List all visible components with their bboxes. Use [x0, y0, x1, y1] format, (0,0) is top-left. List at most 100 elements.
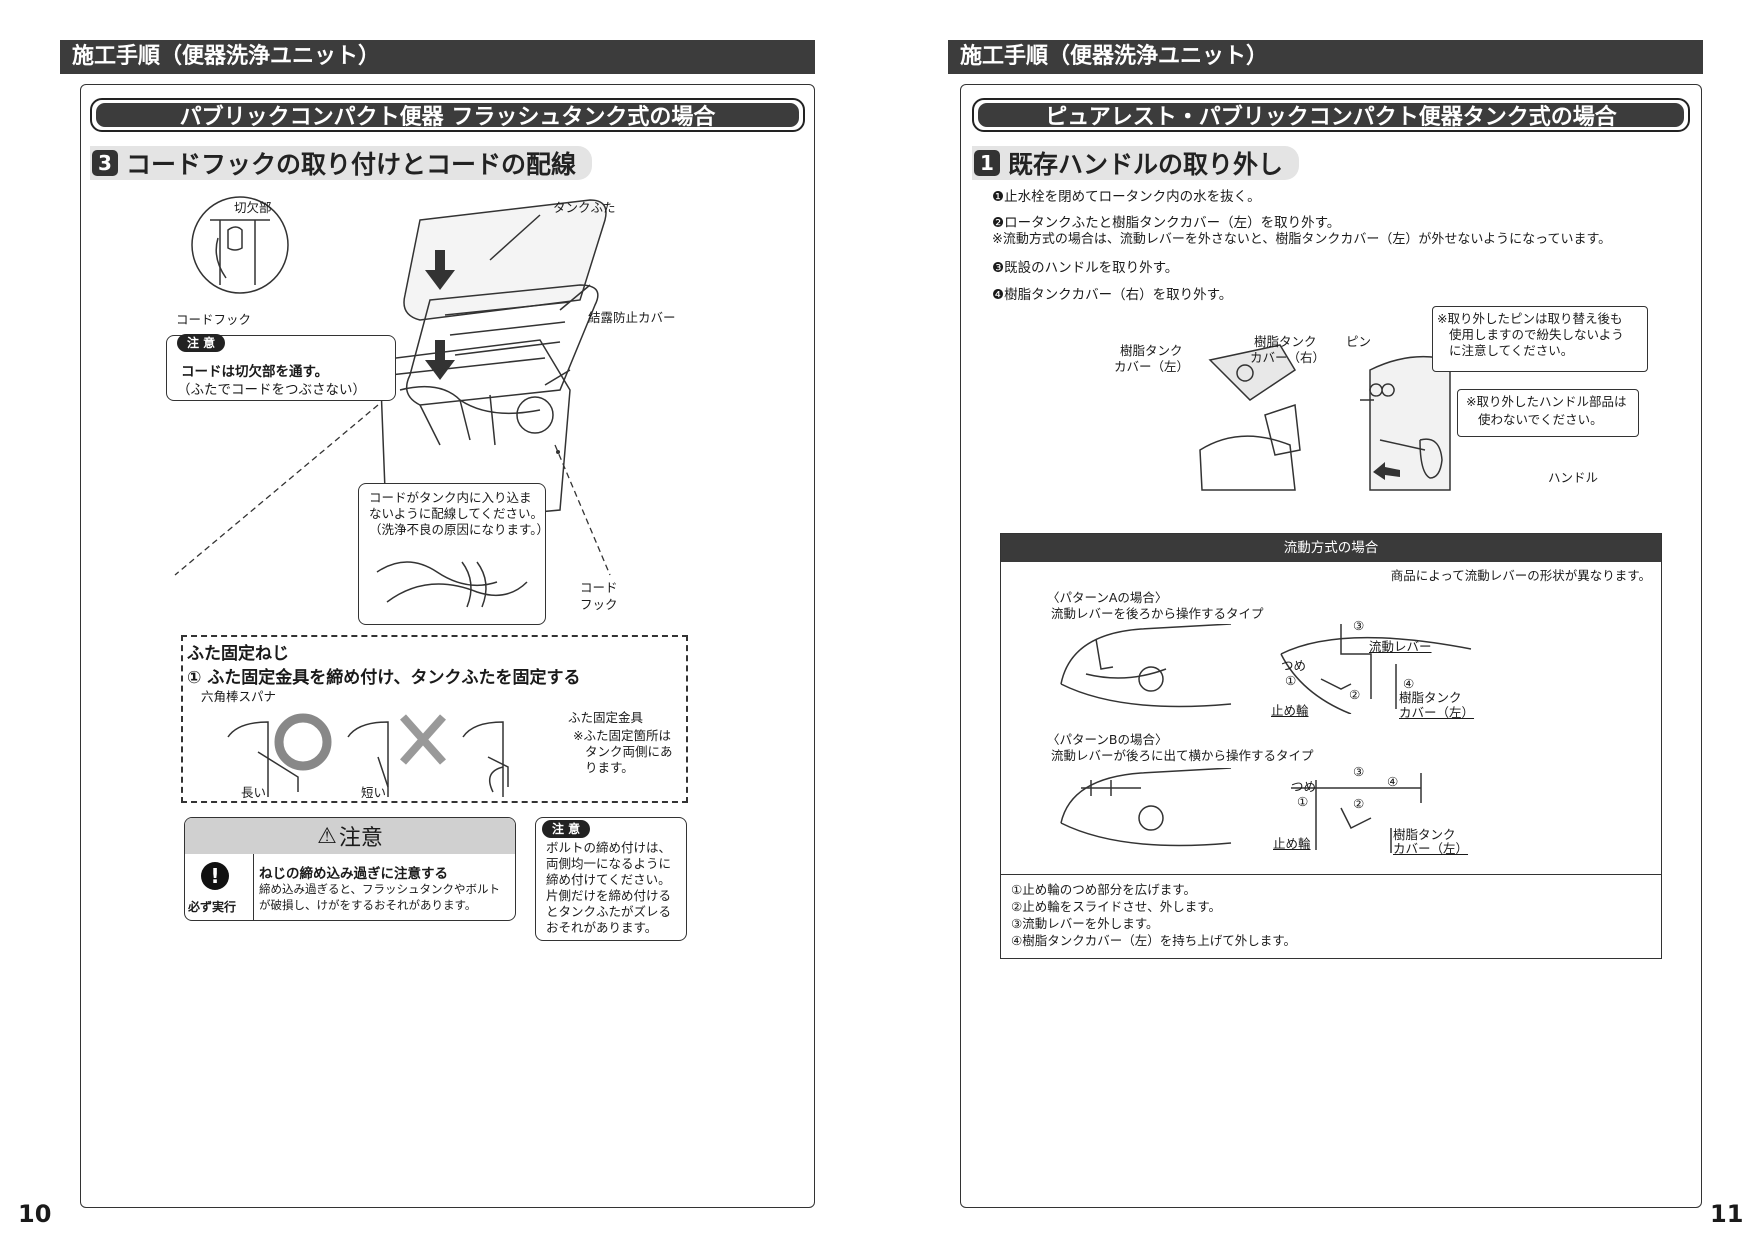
flow-step-4: ④樹脂タンクカバー（左）を持ち上げて外します。 — [1011, 933, 1296, 948]
left-page-frame — [80, 84, 815, 1208]
label-tank-lid: タンクふた — [553, 200, 616, 215]
handle-removal-illustration — [1199, 344, 1451, 491]
fixture-note-1: ※ふた固定箇所は — [573, 728, 671, 743]
caution-tag: 注 意 — [177, 334, 226, 352]
caution2-line4: 片側だけを締め付ける — [546, 888, 672, 903]
label-lid-fixture: ふた固定金具 — [568, 710, 644, 725]
step-number-right: 1 — [974, 150, 1000, 176]
caution2-line2: 両側均一になるように — [546, 856, 672, 871]
right-banner-title: ピュアレスト・パブリックコンパクト便器タンク式の場合 — [978, 103, 1684, 130]
left-section-banner: パブリックコンパクト便器 フラッシュタンク式の場合 — [90, 98, 805, 132]
label-cord-hook-2a: コード — [580, 580, 618, 595]
fixture-note-3: ります。 — [585, 760, 634, 775]
label-cover-b-1: 樹脂タンク — [1393, 827, 1456, 842]
label-cord-hook: コードフック — [176, 312, 252, 327]
step-number: 3 — [92, 150, 118, 176]
procedure-step-1: ❶止水栓を閉めてロータンク内の水を抜く。 — [992, 189, 1261, 205]
lid-screw-section: ふた固定ねじ ① ふた固定金具を締め付け、タンクふたを固定する 六角棒スパナ 長… — [181, 635, 688, 803]
label-cover-b-2: カバー（左） — [1393, 841, 1469, 856]
num-3-a: ③ — [1353, 618, 1365, 633]
handle-note-1: ※取り外したハンドル部品は — [1466, 394, 1627, 409]
pin-note-box: ※取り外したピンは取り替え後も 使用しますので紛失しないよう に注意してください… — [1432, 306, 1648, 372]
warning-triangle-icon: ⚠ — [317, 823, 337, 849]
num-2-b: ② — [1353, 796, 1365, 811]
caution-box-bolt: 注 意 ボルトの締め付けは、 両側均一になるように 締め付けてください。 片側だ… — [535, 817, 687, 941]
right-section-banner: ピュアレスト・パブリックコンパクト便器タンク式の場合 — [972, 98, 1690, 132]
callout-line1: コードがタンク内に入り込ま — [369, 490, 532, 505]
label-tsume-a: つめ — [1281, 658, 1307, 673]
label-hex-wrench: 六角棒スパナ — [201, 689, 277, 704]
fixture-note-2: タンク両側にあ — [585, 744, 673, 759]
pattern-a-desc: 流動レバーを後ろから操作するタイプ — [1051, 606, 1264, 621]
label-cover-right-1: 樹脂タンク — [1254, 334, 1317, 349]
procedure-step-2: ❷ロータンクふたと樹脂タンクカバー（左）を取り外す。 — [992, 215, 1341, 231]
label-short: 短い — [361, 785, 387, 800]
label-cover-a-1: 樹脂タンク — [1399, 690, 1462, 705]
label-flow-lever-a: 流動レバー — [1369, 639, 1432, 654]
exclamation-icon: ! — [201, 862, 229, 890]
pattern-a-illustration — [1060, 624, 1472, 714]
left-page-header: 施工手順（便器洗浄ユニット） — [60, 40, 815, 74]
screw-comparison-illustration — [227, 713, 509, 797]
label-long: 長い — [241, 785, 267, 800]
num-4-b: ④ — [1387, 774, 1399, 789]
cord-routing-detail — [376, 561, 528, 608]
pattern-b-desc: 流動レバーが後ろに出て横から操作するタイプ — [1051, 748, 1314, 763]
label-handle: ハンドル — [1548, 470, 1599, 485]
pattern-b-title: 〈パターンBの場合〉 — [1047, 732, 1168, 747]
tank-exploded-illustration — [174, 196, 611, 576]
label-kirikaki: 切欠部 — [234, 200, 272, 215]
caution-line1: コードは切欠部を通す。 — [181, 364, 329, 380]
warning-must: 必ず実行 — [188, 900, 237, 914]
callout-line3: （洗浄不良の原因になります。） — [369, 522, 550, 537]
screw-instruction: ① ふた固定金具を締め付け、タンクふたを固定する — [187, 668, 581, 688]
caution2-line6: おそれがあります。 — [546, 920, 658, 935]
flow-step-1: ①止め輪のつめ部分を広げます。 — [1011, 882, 1196, 897]
pin-note-2: 使用しますので紛失しないよう — [1449, 327, 1624, 342]
pattern-a-title: 〈パターンAの場合〉 — [1047, 590, 1168, 605]
label-stopring-a: 止め輪 — [1271, 703, 1309, 718]
label-cover-left-2: カバー（左） — [1114, 359, 1190, 374]
label-tsume-b: つめ — [1291, 779, 1317, 794]
warning-line1: 締め込み過ぎると、フラッシュタンクやボルト — [259, 882, 501, 896]
callout-cord-routing: コードがタンク内に入り込ま ないように配線してください。 （洗浄不良の原因になり… — [358, 483, 550, 625]
left-step-heading: 3 コードフックの取り付けとコードの配線 — [90, 146, 593, 180]
flow-step-3: ③流動レバーを外します。 — [1011, 916, 1159, 931]
caution-tag-2: 注 意 — [542, 820, 591, 838]
caution2-line5: とタンクふたがズレる — [546, 904, 672, 919]
warning-title: 注意 — [338, 826, 383, 851]
right-step-heading: 1 既存ハンドルの取り外し — [972, 146, 1300, 180]
num-3-b: ③ — [1353, 764, 1365, 779]
num-1-b: ① — [1297, 794, 1309, 809]
label-cover-left-1: 樹脂タンク — [1120, 343, 1183, 358]
label-cord-hook-2b: フック — [580, 597, 618, 612]
left-page-number: 10 — [18, 1200, 52, 1228]
flow-method-title: 流動方式の場合 — [1001, 534, 1661, 562]
warning-header: ⚠ 注意 — [185, 818, 515, 854]
flow-step-2: ②止め輪をスライドさせ、外します。 — [1011, 899, 1221, 914]
flow-method-box: 流動方式の場合 商品によって流動レバーの形状が異なります。 〈パターンAの場合〉… — [1000, 533, 1662, 959]
left-banner-title: パブリックコンパクト便器 フラッシュタンク式の場合 — [96, 103, 799, 130]
label-cover-right-2: カバー（右） — [1250, 350, 1326, 365]
warning-divider — [253, 854, 254, 920]
procedure-step-3: ❸既設のハンドルを取り外す。 — [992, 260, 1179, 276]
right-page-header: 施工手順（便器洗浄ユニット） — [948, 40, 1703, 74]
procedure-step-2-note: ※流動方式の場合は、流動レバーを外さないと、樹脂タンクカバー（左）が外せないよう… — [992, 232, 1612, 247]
pin-note-3: に注意してください。 — [1449, 343, 1574, 358]
step-title: コードフックの取り付けとコードの配線 — [126, 150, 577, 179]
label-cover-a-2: カバー（左） — [1399, 705, 1475, 720]
pin-note-1: ※取り外したピンは取り替え後も — [1437, 311, 1623, 326]
caution-line2: （ふたでコードをつぶさない） — [177, 382, 366, 398]
right-page-number: 11 — [1710, 1200, 1744, 1228]
pattern-b-illustration — [1060, 768, 1422, 853]
flow-note: 商品によって流動レバーの形状が異なります。 — [1390, 568, 1651, 583]
handle-note-2: 使わないでください。 — [1478, 412, 1603, 427]
handle-note-box: ※取り外したハンドル部品は 使わないでください。 — [1457, 389, 1639, 437]
label-pin: ピン — [1346, 334, 1372, 349]
warning-line2: が破損し、けがをするおそれがあります。 — [259, 898, 477, 912]
callout-line2: ないように配線してください。 — [369, 506, 544, 521]
right-page-frame — [960, 84, 1702, 1208]
num-2-a: ② — [1349, 687, 1361, 702]
label-stopring-b: 止め輪 — [1273, 836, 1311, 851]
caution2-line3: 締め付けてください。 — [546, 872, 671, 887]
